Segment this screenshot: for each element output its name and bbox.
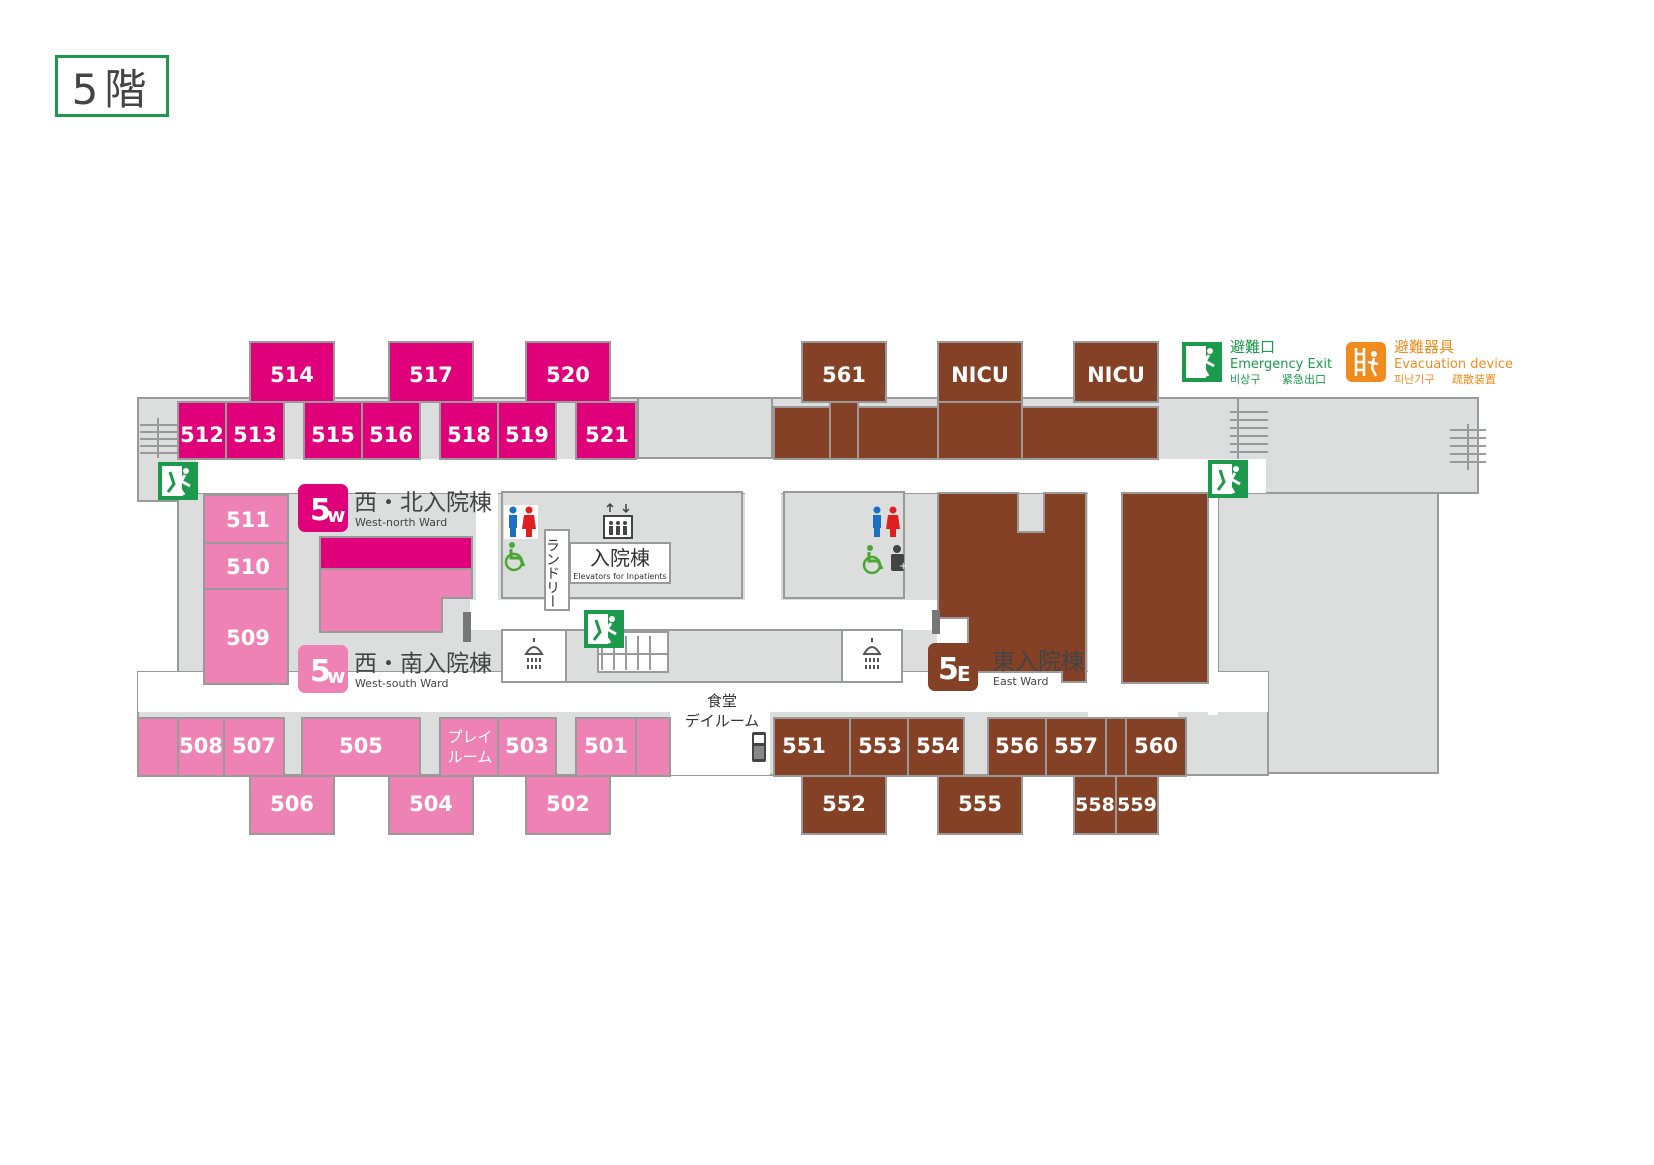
emergency-exit-icon — [584, 610, 624, 648]
room-506: 506 — [270, 792, 314, 816]
room-502: 502 — [546, 792, 590, 816]
room-521: 521 — [585, 423, 629, 447]
legend-evac-jp: 避難器具 — [1394, 338, 1454, 356]
shower-icon — [862, 638, 882, 669]
svg-text:+: + — [899, 561, 907, 572]
emergency-exit-icon — [158, 462, 198, 500]
room-554: 554 — [916, 734, 960, 758]
room-509: 509 — [226, 626, 270, 650]
west-north-ward-rooms — [177, 341, 637, 570]
restroom-icon — [504, 505, 538, 539]
elevator-group: 入院棟 Elevators for Inpatients — [573, 502, 667, 581]
room-518: 518 — [447, 423, 491, 447]
playroom-line1: プレイ — [447, 728, 492, 746]
legend-exit-kr: 비상구 — [1230, 373, 1260, 386]
legend-exit-en: Emergency Exit — [1230, 357, 1332, 372]
laundry-label: ランドリー — [544, 538, 560, 608]
east-ward-rooms — [773, 341, 1209, 835]
room-505: 505 — [339, 734, 383, 758]
floor-label: 5階 — [55, 55, 169, 117]
wall-post — [463, 612, 471, 642]
west-south-ward-rooms — [137, 494, 671, 835]
room-501: 501 — [584, 734, 628, 758]
ward-west-north: 5 w 西・北入院棟 West-north Ward — [298, 484, 492, 532]
room-559: 559 — [1117, 794, 1157, 816]
room-561: 561 — [822, 363, 866, 387]
legend-evac-cn: 疏散装置 — [1452, 372, 1496, 386]
ward-west-south: 5 w 西・南入院棟 West-south Ward — [298, 645, 492, 693]
room-507: 507 — [232, 734, 276, 758]
stairs — [140, 411, 1486, 670]
room-558: 558 — [1075, 794, 1115, 816]
ward-name-en: West-south Ward — [355, 677, 448, 690]
playroom-line2: ルーム — [448, 748, 493, 766]
dining-line1: 食堂 — [707, 692, 737, 710]
playroom-label: プレイ ルーム — [447, 728, 492, 766]
west-north-room-labels: 514 517 520 512 513 515 516 518 519 521 — [180, 363, 629, 447]
legend-exit-cn: 紧急出口 — [1282, 372, 1326, 386]
legend-evac-en: Evacuation device — [1394, 357, 1513, 372]
emergency-exit-icon — [1182, 342, 1222, 382]
room-555: 555 — [958, 792, 1002, 816]
room-513: 513 — [233, 423, 277, 447]
room-515: 515 — [311, 423, 355, 447]
room-503: 503 — [505, 734, 549, 758]
wheelchair-icon — [504, 542, 526, 572]
room-511: 511 — [226, 508, 270, 532]
room-551: 551 — [782, 734, 826, 758]
baby-care-icon: + — [891, 545, 907, 572]
dining-line2: デイルーム — [685, 712, 760, 730]
legend: 避難口 Emergency Exit 비상구 紧急出口 避難器具 Evacuat… — [1182, 338, 1513, 386]
room-560: 560 — [1134, 734, 1178, 758]
room-510: 510 — [226, 555, 270, 579]
ward-badge-letter: w — [327, 503, 345, 527]
ward-badge-number: 5 — [310, 654, 331, 689]
room-553: 553 — [858, 734, 902, 758]
ward-name: 東入院棟 — [992, 649, 1084, 675]
room-519: 519 — [505, 423, 549, 447]
service-rooms — [501, 529, 903, 683]
room-517: 517 — [409, 363, 453, 387]
room-552: 552 — [822, 792, 866, 816]
elevator-label: 入院棟 — [590, 546, 650, 570]
ward-name-en: West-north Ward — [355, 516, 447, 529]
room-508: 508 — [179, 734, 223, 758]
restroom-icon — [873, 506, 900, 537]
emergency-exit-icon — [1208, 460, 1248, 498]
elevator-label-en: Elevators for Inpatients — [573, 572, 666, 581]
ward-badge-letter: w — [327, 664, 345, 688]
room-nicu-1: NICU — [951, 363, 1009, 387]
ward-badge-number: 5 — [938, 652, 959, 687]
room-nicu-2: NICU — [1087, 363, 1145, 387]
ward-name: 西・北入院棟 — [354, 490, 492, 516]
wall-post — [932, 610, 940, 634]
dining-label: 食堂 デイルーム — [685, 692, 760, 730]
room-514: 514 — [270, 363, 314, 387]
ward-east: 5 E 東入院棟 East Ward — [928, 643, 1084, 691]
phone-icon — [752, 732, 766, 762]
elevator-icon — [603, 502, 633, 539]
ward-name-en: East Ward — [993, 675, 1048, 688]
room-512: 512 — [180, 423, 224, 447]
room-516: 516 — [369, 423, 413, 447]
ward-badge-number: 5 — [310, 493, 331, 528]
wheelchair-icon — [862, 545, 884, 575]
room-557: 557 — [1054, 734, 1098, 758]
legend-exit-jp: 避難口 — [1230, 338, 1275, 356]
shower-icon — [524, 638, 544, 669]
ward-name: 西・南入院棟 — [354, 651, 492, 677]
legend-evac-kr: 피난기구 — [1394, 373, 1434, 386]
east-room-labels: 561 NICU NICU 551 553 554 556 557 560 55… — [782, 363, 1178, 816]
ward-badge-letter: E — [957, 662, 971, 686]
room-504: 504 — [409, 792, 453, 816]
room-556: 556 — [995, 734, 1039, 758]
west-south-room-labels: 511 510 509 508 507 505 503 501 506 504 … — [179, 508, 628, 816]
evacuation-device-icon — [1346, 342, 1386, 382]
room-520: 520 — [546, 363, 590, 387]
